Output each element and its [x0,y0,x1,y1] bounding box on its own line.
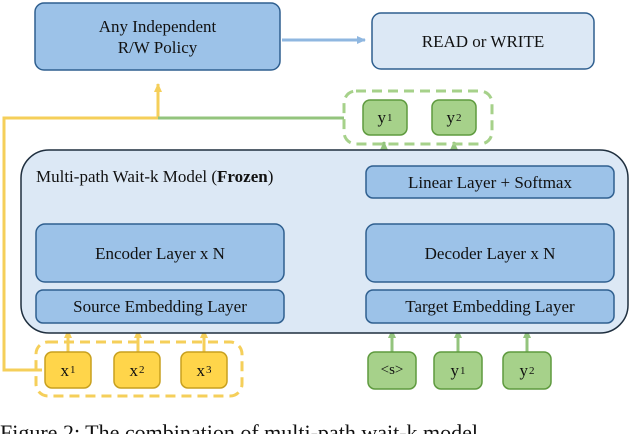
ty2-base: y [519,361,529,380]
decoder-box [365,223,615,283]
encoder-label: Encoder Layer x N [95,243,225,263]
x2-base: x [129,360,139,380]
encoder-box [35,223,285,283]
policy-label: Any Independent R/W Policy [35,3,280,70]
s-label: <s> [368,352,416,389]
figure-caption: Figure 2: The combination of multi-path … [0,420,479,434]
target-embedding-label: Target Embedding Layer [405,297,575,316]
x2-box [113,351,161,389]
linear-softmax-label: Linear Layer + Softmax [408,172,572,192]
model-title-close: ) [267,166,274,186]
policy-box [34,2,281,71]
x3-base: x [196,360,206,380]
source-embedding-label: Source Embedding Layer [73,297,247,316]
decoder-label: Decoder Layer x N [424,243,556,263]
ty1-base: y [450,361,460,380]
s-box [367,351,417,390]
policy-label-line2: R/W Policy [117,37,198,57]
source-to-policy-arrow [2,83,162,372]
x1-base: x [60,360,70,380]
y1-output-base: y [377,108,387,127]
target-embedding-box [365,289,615,324]
s-base: <s> [380,362,404,378]
model-title-text: Multi-path Wait-k Model ( [36,166,218,186]
source-tokens-group [34,340,244,398]
model-title-frozen: Frozen [217,166,268,186]
model-title: Multi-path Wait-k Model (Frozen) [36,165,336,187]
x3-box [180,351,228,389]
linear-softmax-box [365,165,615,199]
ty2-box [502,351,552,390]
source-embedding-box [35,289,285,324]
y2-output-box [431,99,477,136]
ty1-box [433,351,483,390]
y1-output-box [362,99,408,136]
read-write-label: READ or WRITE [421,31,545,51]
x1-box [44,351,92,389]
read-write-box [371,12,595,70]
y2-output-base: y [446,108,456,127]
policy-label-line1: Any Independent [98,16,217,36]
